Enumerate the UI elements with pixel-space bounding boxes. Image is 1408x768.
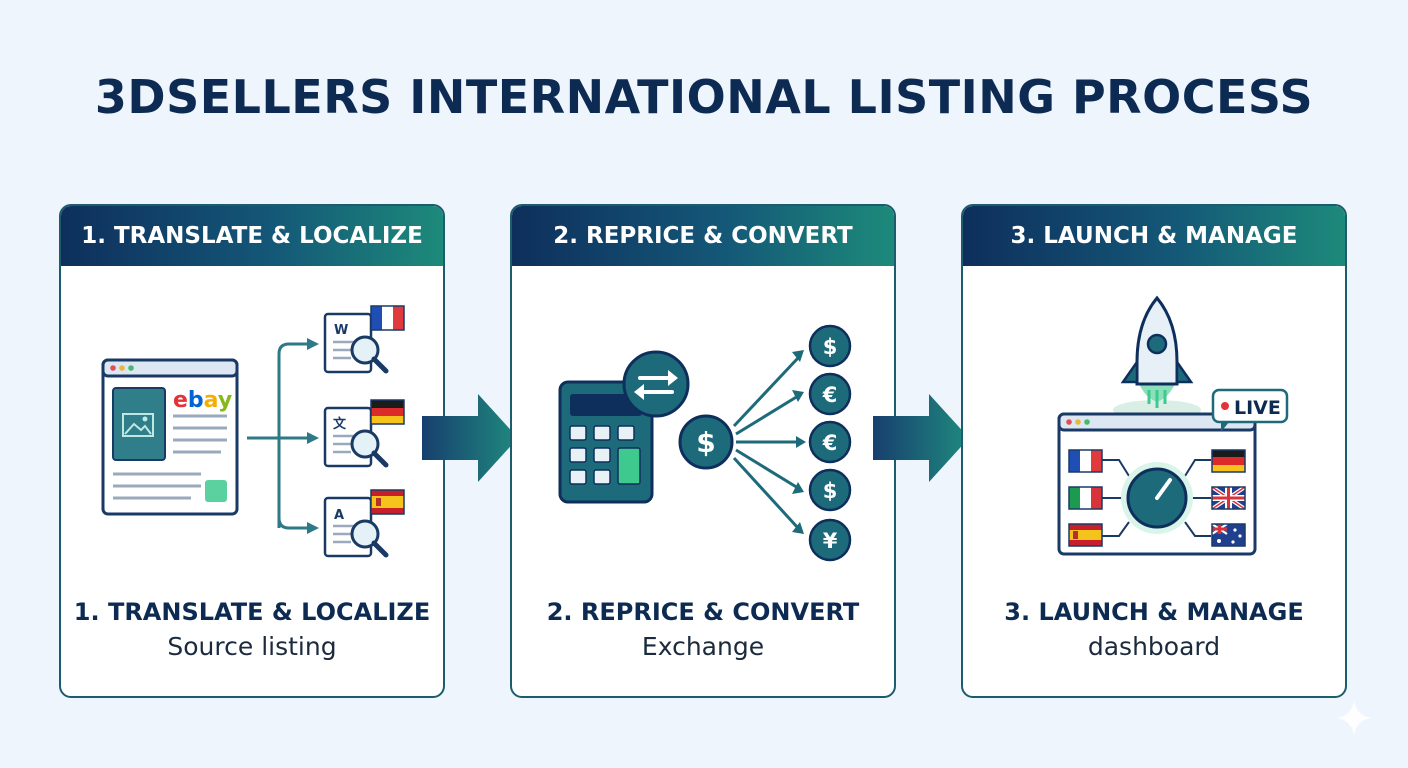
control-knob-icon: [1121, 462, 1193, 534]
page-title: 3DSELLERS INTERNATIONAL LISTING PROCESS: [94, 70, 1314, 124]
browser-listing-icon: [101, 358, 239, 516]
step-card-translate: 1. TRANSLATE & LOCALIZE: [59, 204, 445, 698]
caption-title: 3. LAUNCH & MANAGE: [1004, 598, 1304, 626]
swap-arrows-icon: [622, 350, 690, 418]
step-card-launch: 3. LAUNCH & MANAGE: [961, 204, 1347, 698]
doc-glyph-w: W: [334, 323, 348, 338]
flag-australia-icon: [1211, 523, 1246, 547]
ebay-logo: ebay: [173, 388, 232, 413]
flow-arrow-1: [422, 394, 518, 482]
step-header-reprice: 2. REPRICE & CONVERT: [512, 206, 894, 266]
caption-subtitle: Source listing: [167, 632, 337, 661]
source-currency-symbol: $: [696, 426, 715, 459]
flow-arrow-2: [873, 394, 969, 482]
flag-france-icon: [370, 305, 405, 331]
magnifier-icon: [350, 519, 389, 558]
step-illustration-launch: LIVE: [963, 266, 1345, 566]
dollar-coin-icon: [678, 414, 734, 470]
branch-connector: [247, 338, 319, 534]
currency-symbol-5: ¥: [823, 529, 838, 553]
caption-subtitle: dashboard: [1087, 632, 1221, 661]
currency-coin: [808, 324, 852, 562]
translated-doc-spanish: [323, 489, 405, 558]
flag-germany-icon: [1211, 449, 1246, 473]
flag-uk-icon: [1210, 485, 1247, 511]
translated-doc-french: [323, 305, 405, 374]
step-header-launch: 3. LAUNCH & MANAGE: [963, 206, 1345, 266]
caption-title: 2. REPRICE & CONVERT: [546, 598, 860, 626]
live-badge: [1211, 388, 1289, 432]
flag-france-icon: [1068, 449, 1103, 473]
step-illustration-translate: ebay: [61, 266, 443, 566]
doc-glyph-wen: 文: [333, 416, 347, 432]
currency-symbol-3: €: [822, 431, 838, 455]
sparkle-icon: [1336, 700, 1372, 736]
step-caption-translate: 1. TRANSLATE & LOCALIZE Source listing: [61, 598, 443, 661]
flag-spain-icon: [370, 489, 405, 515]
doc-glyph-a: A: [334, 508, 344, 523]
step-caption-launch: 3. LAUNCH & MANAGE dashboard: [963, 598, 1345, 661]
live-badge-label: LIVE: [1234, 397, 1281, 419]
translated-doc-german: [323, 399, 405, 468]
flag-italy-icon: [1068, 486, 1103, 510]
rocket-icon: [1113, 295, 1201, 420]
currency-symbol-1: $: [823, 335, 838, 359]
step-illustration-reprice: $ $ €: [512, 266, 894, 566]
currency-symbol-4: $: [823, 479, 838, 503]
step-caption-reprice: 2. REPRICE & CONVERT Exchange: [512, 598, 894, 661]
magnifier-icon: [350, 429, 389, 468]
flag-spain-icon: [1068, 523, 1103, 547]
currency-symbol-2: €: [822, 383, 838, 407]
caption-subtitle: Exchange: [641, 632, 765, 661]
flag-germany-icon: [370, 399, 405, 425]
conversion-arrows: [732, 350, 806, 534]
step-header-translate: 1. TRANSLATE & LOCALIZE: [61, 206, 443, 266]
magnifier-icon: [350, 335, 389, 374]
calculator-icon: [558, 380, 654, 504]
step-card-reprice: 2. REPRICE & CONVERT: [510, 204, 896, 698]
caption-title: 1. TRANSLATE & LOCALIZE: [73, 598, 431, 626]
